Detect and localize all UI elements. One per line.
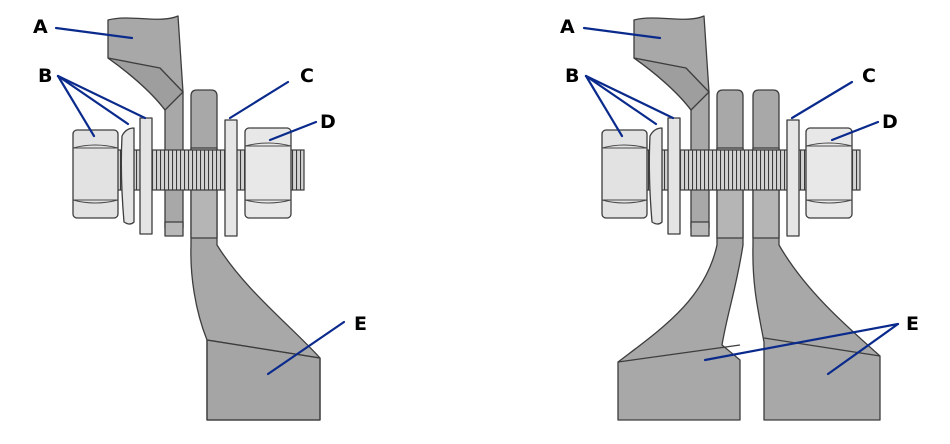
part-b-washers-right xyxy=(648,117,681,235)
part-a-plate xyxy=(107,15,184,237)
part-d-nut-right xyxy=(805,127,853,219)
leader-b-3 xyxy=(56,74,147,120)
part-a-plate-right xyxy=(633,15,710,237)
part-e-plate xyxy=(190,89,321,421)
bolt-head-right xyxy=(601,129,648,219)
leader-b-right-2 xyxy=(584,74,658,126)
leader-c-right xyxy=(790,80,854,120)
leader-e-right-2 xyxy=(826,322,900,376)
label-a-left: A xyxy=(33,16,48,38)
part-c-washer-right xyxy=(786,119,800,237)
label-a-right: A xyxy=(560,16,575,38)
label-c-right: C xyxy=(862,65,876,87)
label-b-right: B xyxy=(565,65,579,87)
leader-d-right xyxy=(830,120,880,142)
leader-a xyxy=(54,26,134,40)
leader-b-2 xyxy=(56,74,130,126)
part-c-washer xyxy=(224,119,238,237)
right-assembly xyxy=(601,15,881,421)
label-b-left: B xyxy=(38,65,52,87)
leader-b-right-1 xyxy=(584,74,624,138)
part-d-nut xyxy=(244,127,292,219)
leader-d xyxy=(268,120,318,142)
label-e-right: E xyxy=(906,313,919,335)
label-c-left: C xyxy=(300,65,314,87)
leader-a-right xyxy=(582,26,662,40)
label-d-right: D xyxy=(882,111,898,133)
leader-e xyxy=(266,320,346,376)
left-assembly xyxy=(72,15,321,421)
leader-e-right-1 xyxy=(703,322,900,362)
bolt-head xyxy=(72,129,119,219)
leader-b-right-3 xyxy=(584,74,675,120)
leader-c xyxy=(228,80,290,120)
label-e-left: E xyxy=(354,313,367,335)
leader-b-1 xyxy=(56,74,96,138)
label-d-left: D xyxy=(320,111,336,133)
part-b-washers xyxy=(120,117,153,235)
left-leaders xyxy=(54,26,346,376)
right-leaders xyxy=(582,26,900,376)
